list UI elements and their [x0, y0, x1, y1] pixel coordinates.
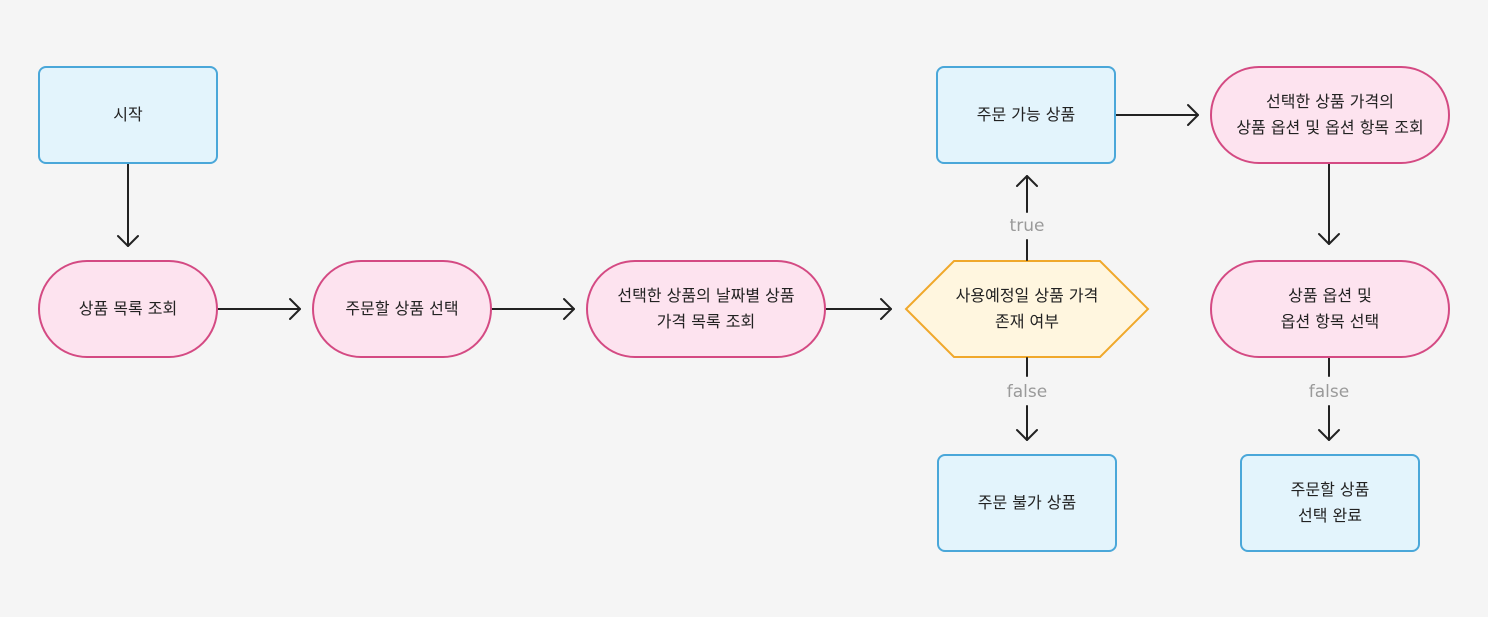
edge-label-true: true: [997, 215, 1057, 237]
node-decision-label: 사용예정일 상품 가격 존재 여부: [906, 261, 1148, 357]
node-price-list: 선택한 상품의 날짜별 상품 가격 목록 조회: [586, 260, 826, 358]
node-complete-line-1: 주문할 상품: [1290, 480, 1370, 499]
edge-label-false-decision: false: [997, 381, 1057, 403]
arrowhead-down-1: [117, 235, 139, 247]
node-option-lookup: 선택한 상품 가격의 상품 옵션 및 옵션 항목 조회: [1210, 66, 1450, 164]
node-decision-line-2: 존재 여부: [995, 312, 1059, 331]
node-orderable-text: 주문 가능 상품: [976, 105, 1076, 124]
node-not-orderable: 주문 불가 상품: [937, 454, 1117, 552]
arrowhead-down-2: [1016, 429, 1038, 441]
node-option-select-line-2: 옵션 항목 선택: [1280, 312, 1380, 331]
decision-shape: [904, 260, 1150, 358]
arrowhead-right-4: [1187, 104, 1199, 126]
node-option-lookup-line-1: 선택한 상품 가격의: [1266, 92, 1394, 111]
node-start-text: 시작: [113, 105, 143, 124]
arrowhead-right-2: [563, 298, 575, 320]
node-decision-line-1: 사용예정일 상품 가격: [955, 286, 1099, 305]
node-complete: 주문할 상품 선택 완료: [1240, 454, 1420, 552]
node-option-select: 상품 옵션 및 옵션 항목 선택: [1210, 260, 1450, 358]
node-select-product: 주문할 상품 선택: [312, 260, 492, 358]
arrowhead-down-3: [1318, 233, 1340, 245]
node-price-list-line-2: 가격 목록 조회: [656, 312, 756, 331]
node-orderable: 주문 가능 상품: [936, 66, 1116, 164]
node-select-product-text: 주문할 상품 선택: [345, 299, 459, 318]
node-complete-line-2: 선택 완료: [1298, 506, 1362, 525]
edge-label-false-option: false: [1299, 381, 1359, 403]
arrowhead-up-1: [1016, 175, 1038, 187]
node-option-select-line-1: 상품 옵션 및: [1288, 286, 1372, 305]
arrowhead-down-4: [1318, 429, 1340, 441]
node-price-list-line-1: 선택한 상품의 날짜별 상품: [617, 286, 795, 305]
arrowhead-right-1: [289, 298, 301, 320]
node-not-orderable-text: 주문 불가 상품: [977, 493, 1077, 512]
node-start: 시작: [38, 66, 218, 164]
node-product-list: 상품 목록 조회: [38, 260, 218, 358]
node-option-lookup-line-2: 상품 옵션 및 옵션 항목 조회: [1236, 118, 1424, 137]
arrowhead-right-3: [880, 298, 892, 320]
node-product-list-text: 상품 목록 조회: [78, 299, 178, 318]
